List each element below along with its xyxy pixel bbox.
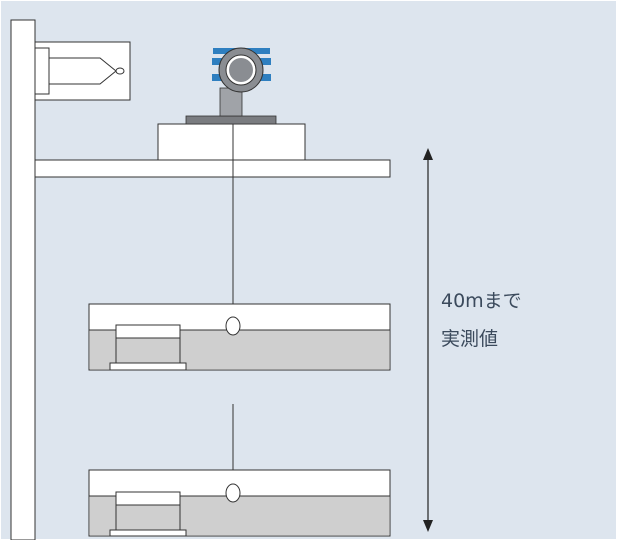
measured-label: 実測値: [441, 328, 498, 350]
float-icon: [225, 316, 241, 336]
vertical-wall: [10, 19, 36, 540]
tank-upper: [88, 303, 391, 371]
range-label: 40mまで: [441, 290, 522, 312]
range-arrow: [423, 148, 433, 532]
tank-lower: [88, 469, 391, 537]
cable-reel-icon: [34, 41, 131, 101]
float-icon: [225, 483, 241, 503]
top-platform: [34, 159, 391, 178]
transmitter-icon: [185, 47, 277, 125]
mounting-base: [157, 123, 306, 161]
